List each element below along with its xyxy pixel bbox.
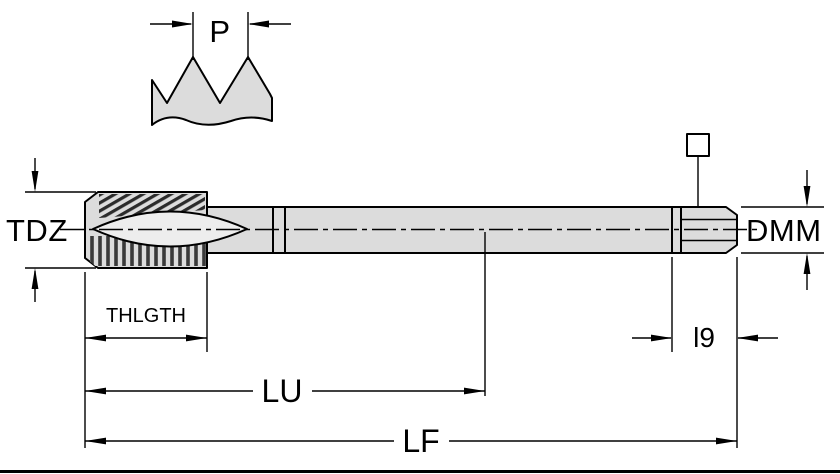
lf-arrow-right <box>716 437 737 445</box>
lu-arrow-right <box>464 387 485 395</box>
thlgth-arrow-right <box>186 334 207 342</box>
tdz-arrow-bottom-head <box>31 268 39 289</box>
dim-square-length: l9 <box>632 257 778 353</box>
tap-body <box>60 133 760 269</box>
l9-arrow-left-head <box>651 334 672 342</box>
dmm-arrow-top-head <box>803 186 811 207</box>
thlgth-arrow-left <box>85 334 106 342</box>
pitch-arrow-right-head <box>248 20 269 28</box>
lu-arrow-left <box>85 387 106 395</box>
thread-profile-shape <box>151 56 273 126</box>
dim-shank-diameter: DMM <box>741 170 824 290</box>
lf-arrow-left <box>85 437 106 445</box>
tdz-arrow-top-head <box>31 171 39 192</box>
dim-thread-diameter: TDZ <box>6 158 96 302</box>
dim-overall-length: LF <box>85 423 737 459</box>
dim-thread-length: THLGTH <box>85 272 208 352</box>
lu-label: LU <box>262 373 303 409</box>
dim-usable-length: LU <box>85 232 486 409</box>
pitch-arrow-left-head <box>172 20 193 28</box>
dmm-arrow-bottom-head <box>803 253 811 274</box>
l9-arrow-right-head <box>737 334 758 342</box>
pitch-label: P <box>209 14 230 49</box>
square-drive-icon <box>686 133 710 157</box>
tdz-label: TDZ <box>6 213 68 248</box>
lf-label: LF <box>402 423 439 459</box>
thread-profile-detail: P <box>150 12 291 126</box>
l9-label: l9 <box>693 322 715 353</box>
dmm-label: DMM <box>746 213 822 248</box>
thlgth-label: THLGTH <box>106 305 186 327</box>
